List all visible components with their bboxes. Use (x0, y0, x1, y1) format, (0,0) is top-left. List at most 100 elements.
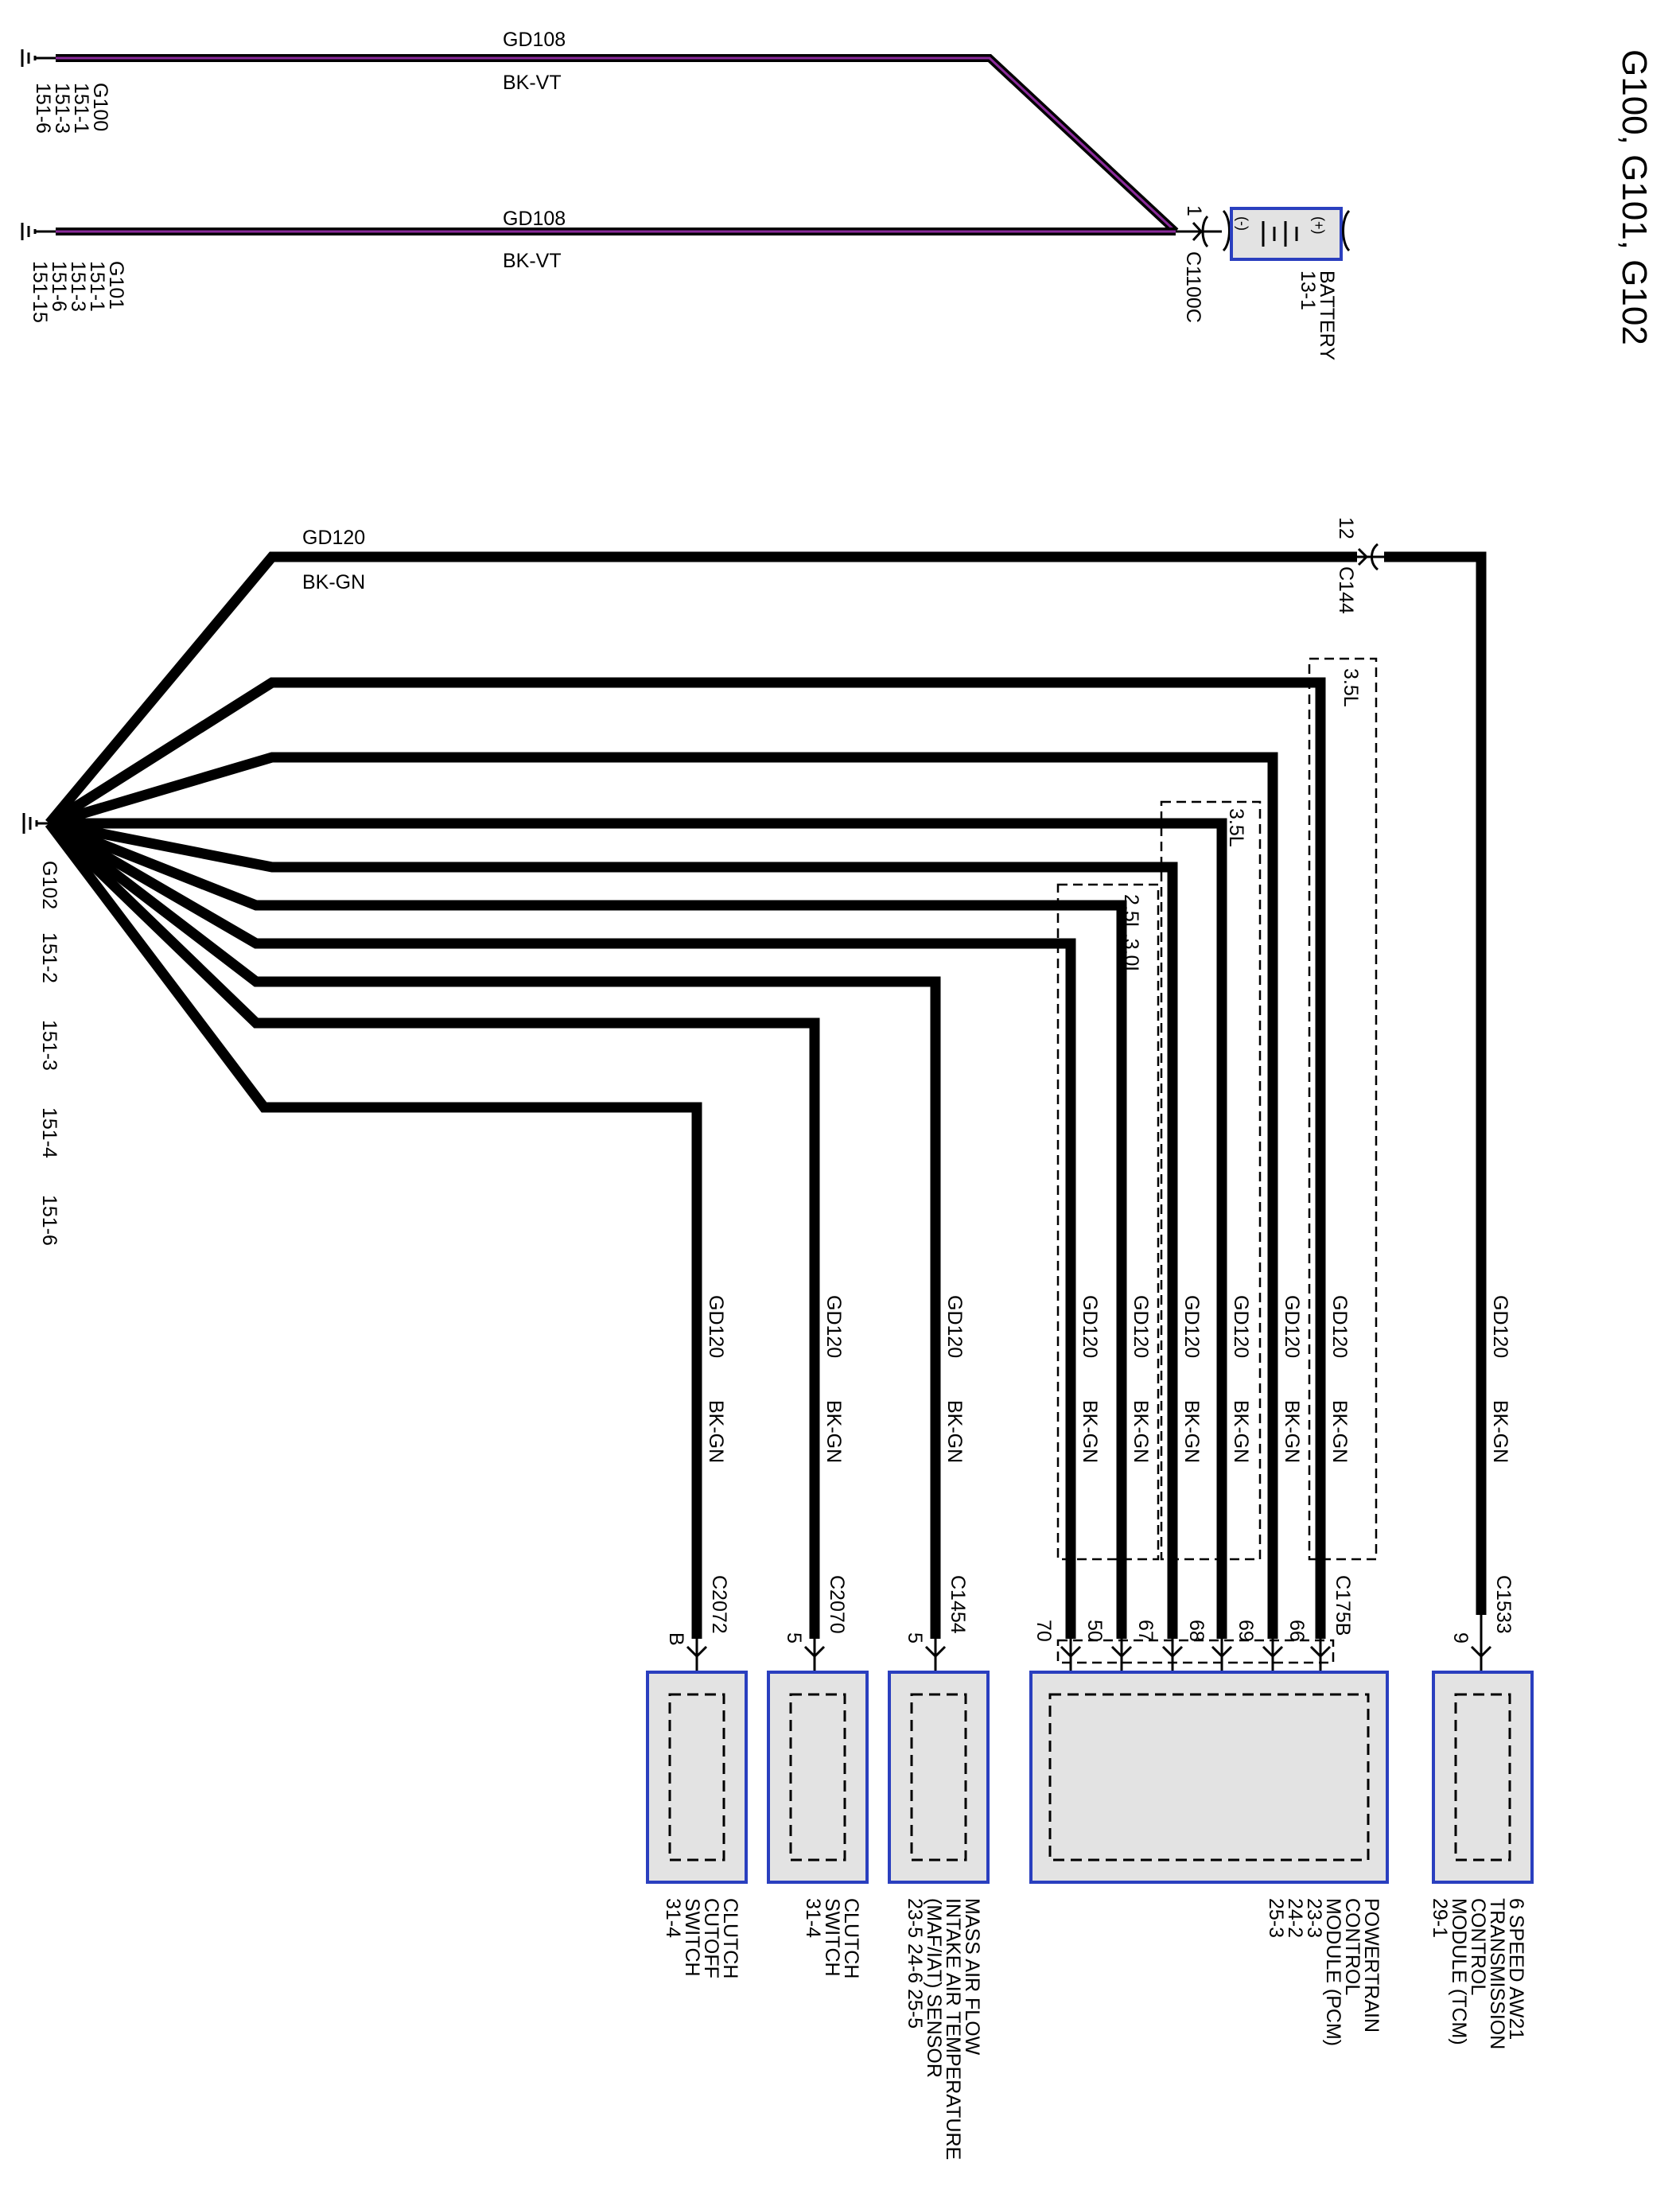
wire-gd120-maf (46, 819, 941, 1639)
wire-circuit-label: GD120 (1180, 1295, 1203, 1358)
component-label-line: MASS AIR FLOW (961, 1898, 983, 2056)
battery-minus: (-) (1235, 216, 1250, 231)
wire-gd120-pcm-70 (46, 819, 1076, 1639)
wire-gd120-tcm (45, 551, 1357, 827)
ground-ref: 151-1 (86, 261, 108, 312)
pin-number: 66 (1285, 1620, 1308, 1642)
page-title: G100, G101, G102 (1615, 49, 1654, 345)
connector-name: C1100C (1182, 251, 1204, 323)
component-label-line: SWITCH (681, 1898, 703, 1977)
component-label-line: MODULE (TCM) (1448, 1898, 1470, 2045)
pin-number: 5 (783, 1632, 805, 1644)
component-tcm (1432, 1671, 1534, 1884)
wire-gd108-top-stripe (56, 56, 1177, 233)
battery-plus: (+) (1311, 216, 1327, 235)
component-maf-iat-sensor (888, 1671, 990, 1884)
wire-color-label: BK-VT (503, 250, 562, 272)
wire-circuit-label: GD120 (1130, 1295, 1152, 1358)
pin-number: 70 (1032, 1620, 1055, 1642)
pin-number: 50 (1083, 1620, 1106, 1642)
ground-ref: 151-15 (29, 261, 51, 323)
wire-gd120-pcm-66-3.5l (46, 677, 1326, 1639)
ground-ref: 151-1 (70, 83, 92, 134)
ground-symbol-g100 (21, 49, 56, 67)
pin-number: 67 (1134, 1620, 1157, 1642)
wire-gd120-clutch-switch (45, 819, 820, 1639)
label-clutch-cutoff-switch: CLUTCH CUTOFF SWITCH 31-4 (662, 1898, 741, 1978)
label-clutch-switch: CLUTCH SWITCH 31-4 (802, 1898, 862, 1978)
wire-color-label: BK-GN (1079, 1400, 1101, 1463)
pin-number: 12 (1335, 517, 1357, 539)
component-label-line: POWERTRAIN (1360, 1898, 1382, 2033)
wire-gd108-top (56, 54, 1179, 235)
g100-labels: G100 151-1 151-3 151-6 (32, 83, 111, 134)
option-label: 3.5L (1225, 808, 1247, 847)
component-clutch-cutoff-switch (646, 1671, 748, 1884)
wire-color-label: BK-GN (1230, 1400, 1252, 1463)
option-box-2.5l-3.0l (1056, 883, 1160, 1561)
component-label-line: 31-4 (802, 1898, 824, 1938)
c1100c-connector: 1 C1100C (1176, 205, 1222, 323)
connector-name: C144 (1335, 566, 1357, 614)
c144-connector: 12 C144 (1335, 517, 1384, 614)
component-label-line: 29-1 (1429, 1898, 1451, 1938)
wire-circuit-label: GD120 (1489, 1295, 1511, 1358)
component-label-line: TRANSMISSION (1486, 1898, 1508, 2049)
wire-color-label: BK-GN (1281, 1400, 1303, 1463)
ground-ref: 151-3 (51, 83, 73, 134)
connector-pins (686, 1615, 1492, 1672)
pin-number: B (665, 1632, 687, 1646)
vertical-wire-labels: GD120 BK-GN GD120 BK-GN GD120 BK-GN GD12… (705, 1295, 1511, 1463)
wire-circuit-label: GD120 (1281, 1295, 1303, 1358)
component-label-line: 23-5 24-6 25-5 (904, 1898, 926, 2029)
wire-gd120-pcm-68 (48, 818, 1178, 1639)
ground-ref: 151-3 (38, 1020, 60, 1071)
component-label-line: CLUTCH (840, 1898, 862, 1978)
option-box-3.5l-b (1160, 800, 1262, 1561)
ground-ref: 151-6 (38, 1195, 60, 1246)
wire-color-label: BK-GN (1180, 1400, 1203, 1463)
wire-circuit-label: GD120 (1230, 1295, 1252, 1358)
pin-number: 69 (1235, 1620, 1257, 1642)
ground-ref: 151-3 (67, 261, 89, 312)
g101-labels: G101 151-1 151-3 151-6 151-15 (29, 261, 127, 323)
connector-name: C2072 (708, 1575, 730, 1634)
wire-color-label: BK-GN (822, 1400, 845, 1463)
label-maf-iat-sensor: MASS AIR FLOW INTAKE AIR TEMPERATURE (MA… (904, 1898, 983, 2160)
connector-name: C2070 (826, 1575, 848, 1634)
option-label: 3.5L (1340, 668, 1362, 707)
component-label-line: CONTROL (1467, 1898, 1489, 1995)
ground-ref: G101 (105, 261, 127, 309)
component-label-line: (MAF/IAT) SENSOR (923, 1898, 945, 2078)
wire-gd120-tcm-down (1384, 551, 1487, 1615)
connector-name: C1533 (1492, 1575, 1515, 1634)
component-clutch-switch (767, 1671, 869, 1884)
ground-label: G102 (38, 861, 60, 909)
wire-color-label: BK-GN (302, 571, 365, 593)
ground-symbol-g101 (21, 223, 56, 240)
wire-color-label: BK-GN (705, 1400, 727, 1463)
component-pcm (1029, 1671, 1389, 1884)
label-tcm: 6 SPEED AW21 TRANSMISSION CONTROL MODULE… (1429, 1898, 1527, 2049)
pin-number: 9 (1449, 1632, 1472, 1644)
option-label: 2.5L,3.0L (1120, 894, 1142, 977)
ground-ref: 151-4 (38, 1107, 60, 1158)
wire-color-label: BK-GN (1489, 1400, 1511, 1463)
component-label-line: CONTROL (1341, 1898, 1363, 1995)
ground-symbol-g102 (22, 813, 49, 834)
ground-ref: 151-6 (32, 83, 54, 134)
component-label-line: CLUTCH (719, 1898, 741, 1978)
component-label-line: 31-4 (662, 1898, 684, 1938)
label-pcm: POWERTRAIN CONTROL MODULE (PCM) 23-3 24-… (1265, 1898, 1382, 2046)
pin-number: 5 (904, 1632, 926, 1644)
pin-number: 1 (1183, 205, 1205, 216)
wire-color-label: BK-GN (943, 1400, 966, 1463)
battery: (-) (+) BATTERY 13-1 (1222, 207, 1351, 360)
ground-ref: 151-6 (48, 261, 70, 312)
pcm-pin-group (1056, 1639, 1335, 1664)
wire-gd120-pcm-69 (49, 818, 1227, 1639)
component-label-line: CUTOFF (700, 1898, 722, 1978)
ground-ref: 151-2 (38, 932, 60, 983)
wire-color-label: BK-GN (1130, 1400, 1152, 1463)
